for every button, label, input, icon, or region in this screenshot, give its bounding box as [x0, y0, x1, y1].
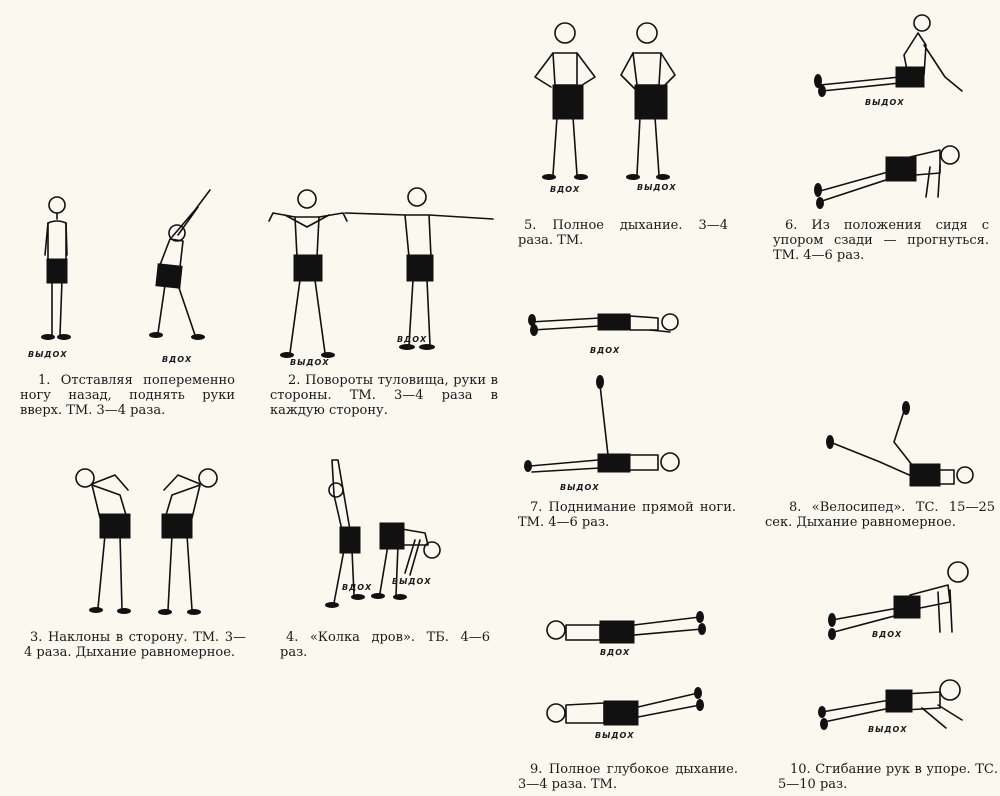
exercise-10-label-exhale: ВЫДОХ — [868, 725, 908, 734]
exercise-7-number: 7. — [530, 500, 543, 515]
exercise-2-label-exhale: ВЫДОХ — [290, 358, 330, 367]
exercise-7-label-inhale: ВДОХ — [590, 346, 621, 355]
exercise-1-caption: 1. Отставляя попеременно ногу назад, под… — [20, 373, 235, 418]
exercise-4-number: 4. — [286, 630, 299, 645]
exercise-1-figures — [41, 189, 211, 340]
exercise-9-number: 9. — [530, 762, 543, 777]
exercise-4-illustration: ВДОХ ВЫДОХ — [320, 455, 455, 610]
exercise-7-figures — [524, 313, 680, 473]
exercise-2-figures — [268, 187, 494, 358]
exercise-1-label-exhale: ВЫДОХ — [28, 350, 68, 359]
exercise-3-figures — [75, 468, 218, 615]
exercise-3-number: 3. — [30, 630, 43, 645]
exercise-9-figures — [546, 611, 706, 726]
exercise-4-caption: 4. «Колка дров». ТБ. 4—6 раз. — [280, 630, 490, 660]
exercise-4-label-inhale: ВДОХ — [342, 583, 373, 592]
exercise-5-illustration: ВДОХ ВЫДОХ — [525, 15, 695, 200]
exercise-6-illustration: ВЫДОХ — [800, 5, 970, 210]
exercise-8-figures — [826, 401, 974, 487]
exercise-8-caption: 8. «Велосипед». ТС. 15—25 сек. Дыхание р… — [765, 500, 995, 530]
exercise-7-caption: 7. Поднимание прямой ноги. ТМ. 4—6 раз. — [518, 500, 736, 530]
exercise-5-number: 5. — [524, 218, 537, 233]
exercise-6-text: Из положения сидя с упором сзади — прогн… — [773, 218, 989, 263]
exercise-1-number: 1. — [38, 373, 51, 388]
exercise-1-text: Отставляя попеременно ногу назад, поднят… — [20, 373, 235, 418]
exercise-8-text: «Велосипед». ТС. 15—25 сек. Дыхание равн… — [765, 500, 995, 530]
exercise-10-number: 10. — [790, 762, 811, 777]
exercise-4-figures — [325, 459, 441, 608]
exercise-2-number: 2. — [288, 373, 301, 388]
exercise-3-text: Наклоны в сторону. ТМ. 3—4 раза. Дыхание… — [24, 630, 247, 660]
exercise-9-label-exhale: ВЫДОХ — [595, 731, 635, 740]
exercise-2-illustration: ВЫДОХ ВДОХ — [265, 185, 500, 367]
exercise-4-text: «Колка дров». ТБ. 4—6 раз. — [280, 630, 490, 660]
exercise-5-label-inhale: ВДОХ — [550, 185, 581, 194]
exercise-7-label-exhale: ВЫДОХ — [560, 483, 600, 492]
exercise-7-text: Поднимание прямой ноги. ТМ. 4—6 раз. — [518, 500, 736, 530]
exercise-1-illustration: ВЫДОХ ВДОХ — [20, 185, 220, 365]
exercise-5-figures — [534, 22, 676, 180]
exercise-2-text: Повороты туловища, руки в стороны. ТМ. 3… — [270, 373, 498, 418]
exercise-3-illustration — [60, 460, 230, 620]
exercise-9-text: Полное глубокое дыхание. 3—4 раза. ТМ. — [518, 762, 738, 792]
exercise-6-number: 6. — [785, 218, 798, 233]
exercise-6-figures — [814, 14, 963, 209]
exercise-8-number: 8. — [789, 500, 802, 515]
exercise-5-text: Полное дыхание. 3—4 раза. ТМ. — [518, 218, 728, 248]
exercise-1-label-inhale: ВДОХ — [162, 355, 193, 364]
exercise-6-label-exhale: ВЫДОХ — [865, 98, 905, 107]
exercise-10-label-inhale: ВДОХ — [872, 630, 903, 639]
exercise-10-caption: 10. Сгибание рук в упоре. ТС. 5—10 раз. — [778, 762, 998, 792]
exercise-6-caption: 6. Из положения сидя с упором сзади — пр… — [773, 218, 989, 263]
exercise-4-label-exhale: ВЫДОХ — [392, 577, 432, 586]
exercise-9-label-inhale: ВДОХ — [600, 648, 631, 657]
exercise-8-illustration — [820, 400, 980, 500]
exercise-2-label-inhale: ВДОХ — [397, 335, 428, 344]
exercise-5-label-exhale: ВЫДОХ — [637, 183, 677, 192]
exercise-10-illustration: ВДОХ ВЫДОХ — [810, 560, 980, 740]
exercise-10-text: Сгибание рук в упоре. ТС. 5—10 раз. — [778, 762, 998, 792]
exercise-2-caption: 2. Повороты туловища, руки в стороны. ТМ… — [270, 373, 498, 418]
exercise-10-figures — [818, 561, 969, 730]
exercise-7-illustration: ВДОХ ВЫДОХ — [520, 300, 690, 500]
exercise-9-illustration: ВДОХ ВЫДОХ — [540, 605, 710, 745]
exercise-5-caption: 5. Полное дыхание. 3—4 раза. ТМ. — [518, 218, 728, 248]
exercise-3-caption: 3. Наклоны в сторону. ТМ. 3—4 раза. Дыха… — [24, 630, 246, 660]
exercise-9-caption: 9. Полное глубокое дыхание. 3—4 раза. ТМ… — [518, 762, 738, 792]
